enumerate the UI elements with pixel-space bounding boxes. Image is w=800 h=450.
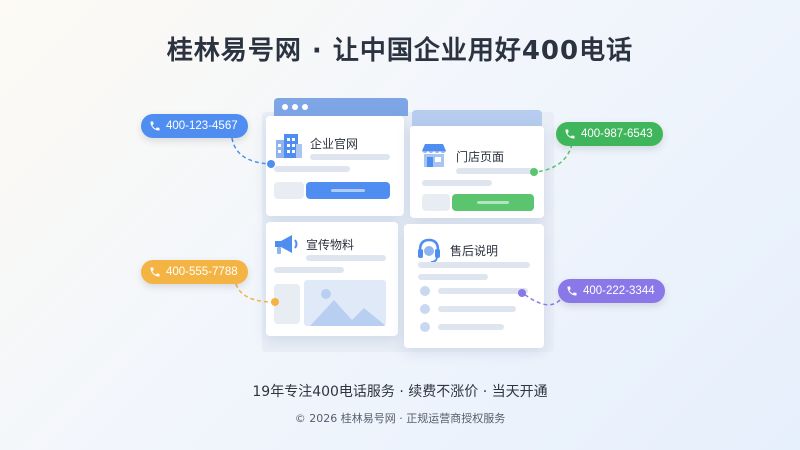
- list-bullet: [420, 322, 430, 332]
- card-label: 门店页面: [456, 150, 505, 164]
- phone-badge-bottom-right[interactable]: 400-222-3344: [558, 279, 665, 303]
- card-label: 宣传物料: [306, 238, 355, 252]
- placeholder-line: [438, 324, 504, 330]
- window-title-bar: [274, 98, 408, 116]
- window-title-bar: [412, 110, 542, 126]
- phone-number: 400-222-3344: [583, 285, 655, 297]
- phone-icon: [150, 121, 160, 131]
- megaphone-icon: [275, 235, 298, 254]
- copyright: © 2026 桂林易号网 · 正规运营商授权服务: [294, 412, 506, 425]
- phone-icon: [565, 129, 575, 139]
- card-aftersales: 售后说明: [404, 224, 544, 348]
- placeholder-line: [456, 168, 534, 174]
- storefront-icon: [422, 144, 446, 167]
- placeholder-block: [422, 194, 450, 211]
- list-bullet: [420, 304, 430, 314]
- card-store: 门店页面: [410, 126, 544, 218]
- phone-icon: [567, 286, 577, 296]
- phone-badge-top-left[interactable]: 400-123-4567: [141, 114, 248, 138]
- window-dot: [292, 104, 298, 110]
- image-placeholder: [304, 280, 386, 326]
- page-title: 桂林易号网 · 让中国企业用好400电话: [166, 36, 634, 66]
- placeholder-line: [438, 288, 528, 294]
- placeholder-block: [274, 284, 300, 324]
- placeholder-line: [418, 274, 488, 280]
- headset-icon: [418, 238, 440, 263]
- card-promo: 宣传物料: [266, 222, 398, 336]
- building-icon: [276, 134, 302, 158]
- placeholder-line: [422, 180, 492, 186]
- phone-icon: [150, 267, 160, 277]
- placeholder-line: [310, 154, 390, 160]
- card-website: 企业官网: [266, 116, 404, 216]
- placeholder-line: [274, 267, 344, 273]
- phone-badge-bottom-left[interactable]: 400-555-7788: [141, 260, 248, 284]
- phone-number: 400-987-6543: [581, 128, 653, 140]
- window-dot: [282, 104, 288, 110]
- phone-number: 400-123-4567: [166, 120, 238, 132]
- placeholder-line: [306, 255, 386, 261]
- placeholder-line: [418, 262, 530, 268]
- window-dot: [302, 104, 308, 110]
- list-bullet: [420, 286, 430, 296]
- placeholder-line: [438, 306, 516, 312]
- phone-number: 400-555-7788: [166, 266, 238, 278]
- tagline: 19年专注400电话服务 · 续费不涨价 · 当天开通: [252, 384, 548, 400]
- phone-badge-top-right[interactable]: 400-987-6543: [556, 122, 663, 146]
- card-label: 企业官网: [310, 137, 359, 151]
- store-button[interactable]: [452, 194, 534, 211]
- card-label: 售后说明: [450, 244, 499, 258]
- placeholder-block: [274, 182, 304, 199]
- website-button[interactable]: [306, 182, 390, 199]
- placeholder-line: [274, 166, 350, 172]
- image-icon: [310, 289, 386, 326]
